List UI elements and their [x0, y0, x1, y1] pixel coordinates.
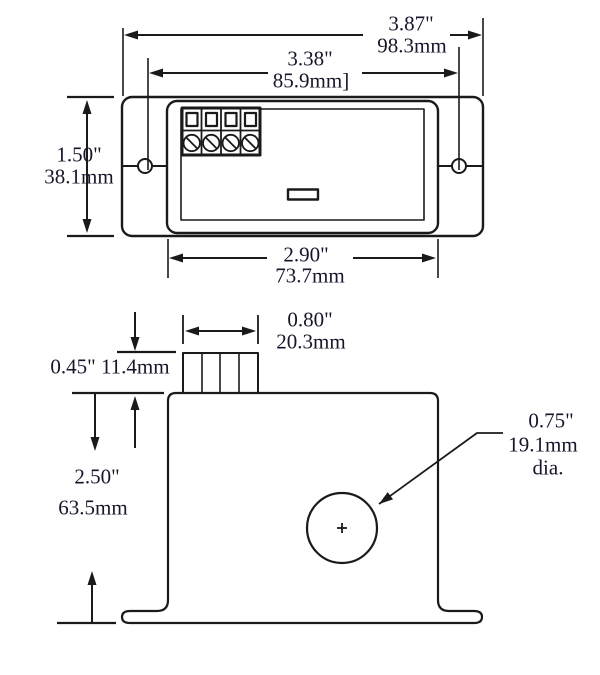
arrowhead-up [130, 396, 140, 410]
dim-hole-diameter-note: dia. [532, 455, 564, 480]
arrowhead-down [90, 437, 100, 451]
dim-overall-width-in: 3.87" [388, 11, 434, 36]
arrowhead-left [169, 253, 183, 263]
arrowhead-right [468, 30, 482, 40]
dim-body-width-in: 2.90" [283, 242, 329, 267]
left-mounting-hole [137, 158, 153, 174]
arrowhead-up [87, 571, 97, 585]
wire-entry [224, 111, 238, 128]
dim-hole-diameter-in: 0.75" [528, 408, 574, 433]
leader-line [378, 432, 503, 505]
arrowhead-left [149, 68, 163, 78]
front-view-dimensions [57, 312, 259, 625]
dim-body-height-in: 2.50" [74, 464, 120, 489]
led-window [286, 188, 320, 201]
top-view [120, 95, 485, 238]
enclosure-outline [120, 391, 484, 625]
terminal-screws [182, 133, 260, 153]
dim-body-height-mm: 63.5mm [58, 495, 128, 520]
dim-overall-width-mm: 98.3mm [377, 33, 447, 58]
arrowhead-left [124, 30, 138, 40]
cover-outline [180, 108, 425, 221]
arrowhead-left [185, 326, 199, 336]
body-outline [165, 99, 440, 235]
arrowhead-up [82, 100, 92, 114]
dim-body-width-mm: 73.7mm [275, 263, 345, 288]
front-view [120, 352, 503, 625]
center-mark [337, 523, 347, 533]
arrowhead-right [242, 326, 256, 336]
dim-terminal-height: 0.45" 11.4mm [50, 354, 170, 379]
wire-entry [243, 111, 258, 128]
dim-height-mm: 38.1mm [44, 164, 114, 189]
leader-arrowhead [379, 492, 393, 504]
top-view-dimensions [67, 18, 484, 278]
terminal-block [180, 106, 262, 157]
side-hole [305, 491, 379, 565]
arrowhead-right [444, 68, 458, 78]
arrowhead-down [82, 219, 92, 233]
dim-terminal-width-in: 0.80" [287, 307, 333, 332]
dim-hole-diameter-mm: 19.1mm [508, 432, 578, 457]
outer-case-outline [120, 95, 485, 238]
dim-height-in: 1.50" [56, 142, 102, 167]
wire-entry [204, 111, 219, 128]
arrowhead-right [422, 253, 436, 263]
terminal-protrusion [182, 352, 259, 393]
dim-hole-spacing-in: 3.38" [287, 46, 333, 71]
dim-hole-spacing-mm: 85.9mm] [272, 68, 350, 93]
arrowhead-down [130, 337, 140, 351]
wire-entry [185, 111, 199, 128]
dim-terminal-width-mm: 20.3mm [276, 329, 346, 354]
